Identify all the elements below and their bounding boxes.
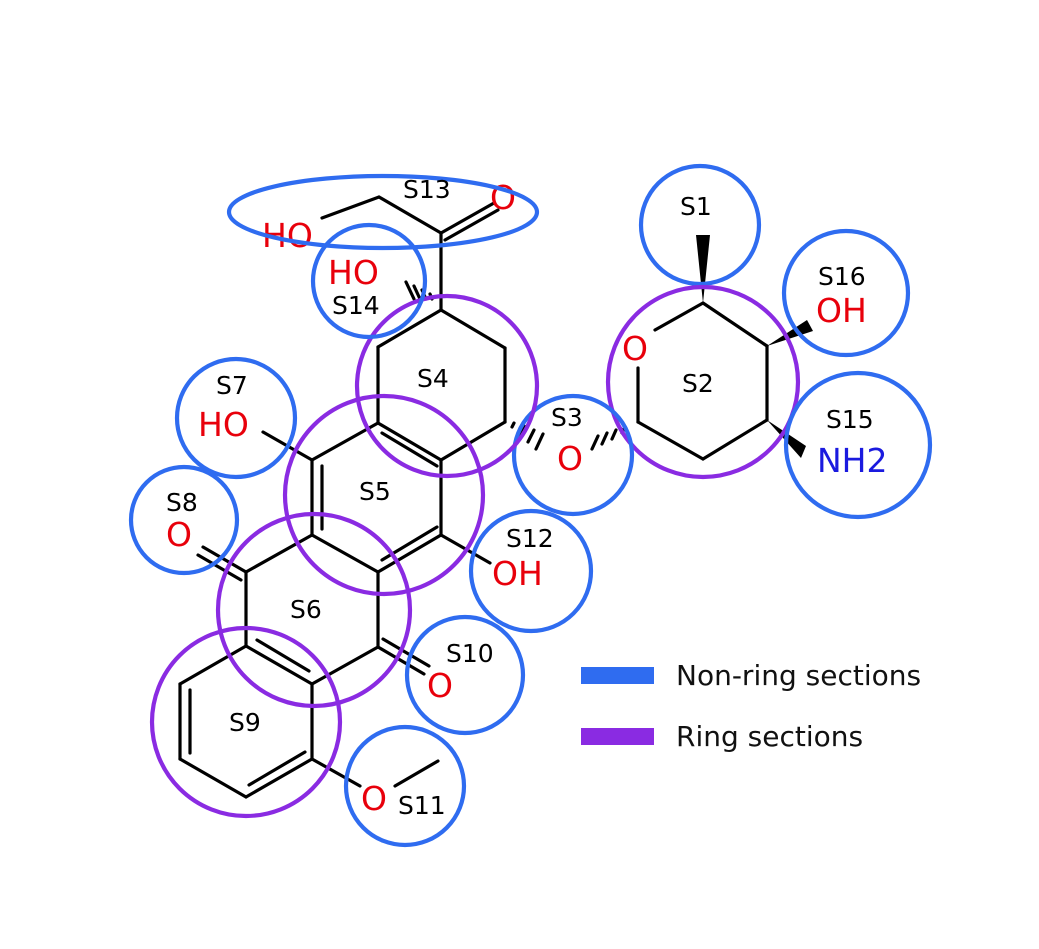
section-labels: S1 S2 S3 S4 S5 S6 S7 S8 S9 S10 S11 S12 S… [166, 175, 874, 820]
section-s13-ellipse [226, 173, 540, 251]
section-label-s13: S13 [403, 175, 451, 204]
section-s16-circle [781, 228, 911, 358]
section-s4-circle [354, 293, 540, 479]
atom-s8-o: O [166, 515, 192, 554]
section-s2-circle [605, 284, 801, 480]
atom-s12-oh: OH [492, 554, 543, 593]
section-highlights [128, 163, 933, 848]
section-s10-circle [404, 614, 526, 736]
section-label-s2: S2 [682, 369, 714, 398]
section-label-s8: S8 [166, 488, 198, 517]
legend-swatch-ring [581, 728, 654, 745]
bonds [178, 195, 813, 799]
atom-s15-nh2: NH2 [817, 441, 888, 480]
legend-label-ring: Ring sections [676, 720, 863, 753]
section-label-s5: S5 [359, 477, 391, 506]
section-s1-circle [638, 163, 762, 287]
s16-wedge-bond [767, 320, 813, 346]
atom-s3-o: O [557, 439, 583, 478]
atom-s2-o: O [622, 329, 648, 368]
section-s11-circle [343, 724, 467, 848]
s3-hashed-bond [510, 421, 545, 451]
section-label-s16: S16 [818, 262, 866, 291]
section-label-s14: S14 [332, 291, 380, 320]
section-label-s1: S1 [680, 192, 712, 221]
section-s12-circle [468, 508, 594, 634]
s1-wedge-bond [696, 235, 710, 303]
section-label-s7: S7 [216, 371, 248, 400]
section-label-s11: S11 [398, 791, 446, 820]
atom-labels: HO O HO OH O O NH2 HO O OH O O [166, 178, 888, 818]
section-s5-circle [282, 393, 486, 597]
section-s9-circle [149, 625, 343, 819]
section-label-s12: S12 [506, 524, 554, 553]
section-s6-circle [215, 511, 413, 709]
section-s8-circle [128, 464, 240, 576]
legend: Non-ring sections Ring sections [581, 659, 921, 753]
section-label-s9: S9 [229, 708, 261, 737]
section-s3-circle [511, 393, 635, 517]
atom-s13-o: O [490, 178, 516, 217]
legend-swatch-non-ring [581, 667, 654, 684]
section-s14-circle [310, 222, 428, 340]
section-label-s3: S3 [551, 403, 583, 432]
legend-label-non-ring: Non-ring sections [676, 659, 921, 692]
atom-s7-ho: HO [198, 405, 249, 444]
section-label-s15: S15 [826, 405, 874, 434]
atom-s16-oh: OH [816, 291, 867, 330]
section-s7-circle [174, 356, 298, 480]
atom-s11-o: O [361, 779, 387, 818]
atom-s10-o: O [427, 666, 453, 705]
section-label-s4: S4 [417, 364, 449, 393]
atom-s14-ho: HO [328, 253, 379, 292]
section-s15-circle [783, 370, 933, 520]
section-label-s10: S10 [446, 639, 494, 668]
section-label-s6: S6 [290, 595, 322, 624]
